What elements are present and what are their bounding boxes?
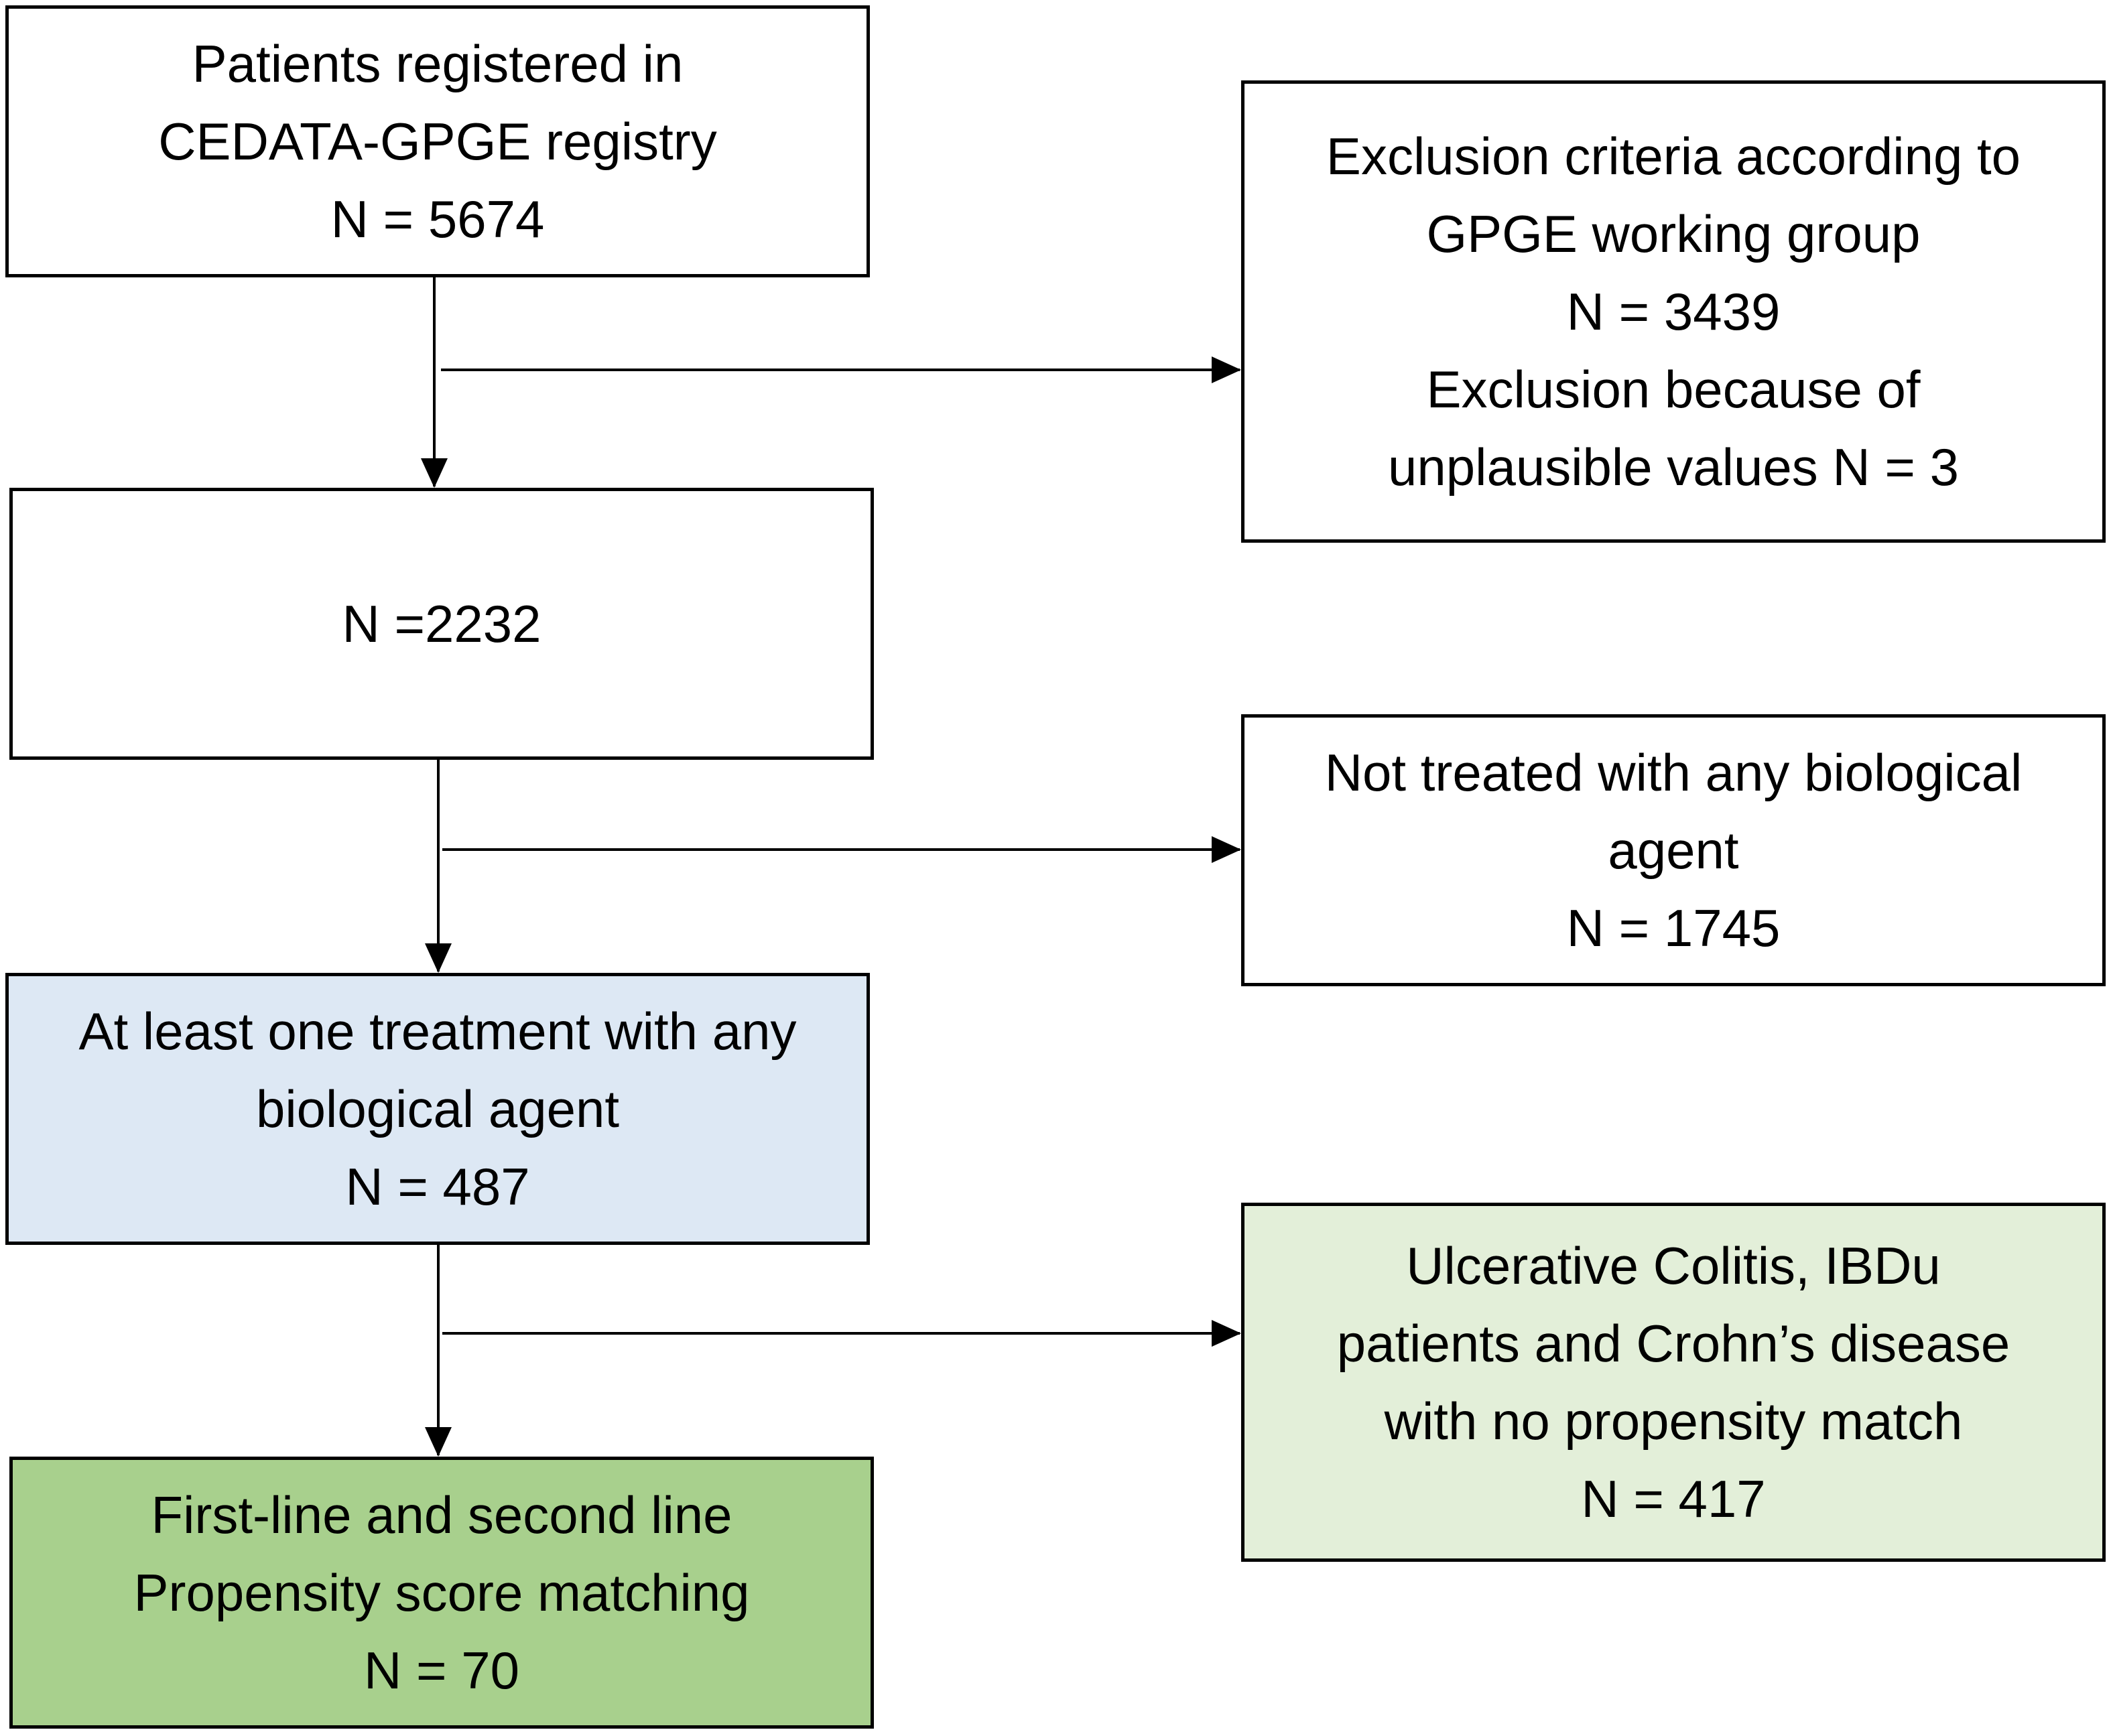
box-line: N = 1745 [1566,898,1781,957]
box-line: N = 3439 [1566,282,1781,341]
box-n-2232: N =2232 [9,488,874,760]
box-line: N = 5674 [330,190,545,249]
box-line: Not treated with any biological [1324,743,2023,802]
box-line: N = 417 [1581,1469,1766,1528]
box-registered-patients: Patients registered in CEDATA-GPGE regis… [5,5,870,277]
box-not-treated: Not treated with any biological agent N … [1241,714,2106,986]
box-exclusion-criteria: Exclusion criteria according to GPGE wor… [1241,80,2106,543]
box-line: N = 487 [345,1157,530,1216]
box-ulcerative-colitis: Ulcerative Colitis, IBDu patients and Cr… [1241,1203,2106,1562]
box-line: with no propensity match [1384,1392,1963,1451]
box-line: First-line and second line [151,1485,732,1544]
box-line: At least one treatment with any [78,1002,797,1061]
box-line: patients and Crohn’s disease [1336,1314,2010,1373]
box-line: Exclusion because of [1426,360,1921,419]
box-line: Patients registered in [192,34,684,93]
box-line: biological agent [255,1079,620,1138]
box-line: N = 70 [364,1641,519,1700]
box-line: GPGE working group [1426,204,1921,263]
box-line: unplausible values N = 3 [1387,438,1960,496]
box-line: Exclusion criteria according to [1326,127,2021,186]
box-propensity-score-matching: First-line and second line Propensity sc… [9,1457,874,1729]
box-line: agent [1608,821,1739,880]
box-line: Ulcerative Colitis, IBDu [1406,1236,1941,1295]
box-line: N =2232 [342,594,541,653]
box-line: CEDATA-GPGE registry [158,112,717,171]
box-line: Propensity score matching [133,1563,750,1622]
box-biological-treatment: At least one treatment with any biologic… [5,973,870,1245]
